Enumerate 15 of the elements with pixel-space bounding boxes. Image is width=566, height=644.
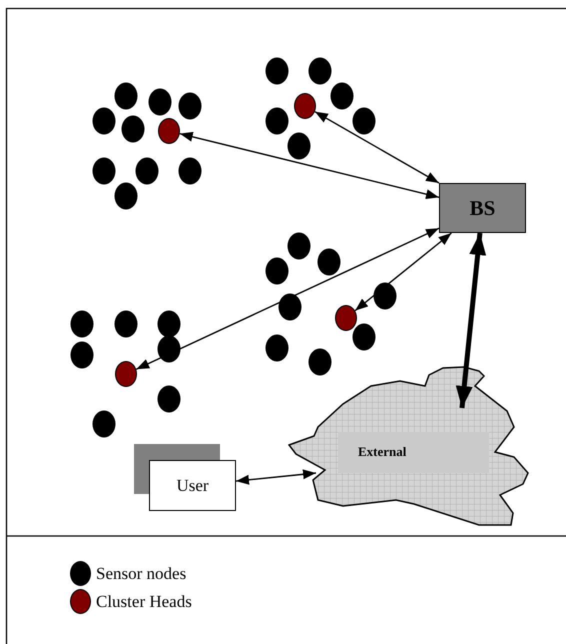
base-station-box: BS	[439, 183, 526, 233]
arrow	[354, 232, 452, 312]
legend-label: Sensor nodes	[96, 564, 186, 584]
user-box: User	[149, 460, 236, 511]
legend-label: Cluster Heads	[96, 592, 192, 612]
arrow	[236, 469, 316, 485]
cloud-label: External	[358, 444, 406, 460]
cluster-head-circle	[294, 93, 316, 119]
arrow	[136, 228, 440, 370]
arrow	[314, 111, 440, 184]
arrow	[456, 232, 486, 408]
cluster-head-circle	[335, 305, 357, 331]
arrow	[180, 132, 440, 200]
cluster-head-circle	[115, 361, 137, 387]
cluster-head-circle	[158, 118, 180, 144]
